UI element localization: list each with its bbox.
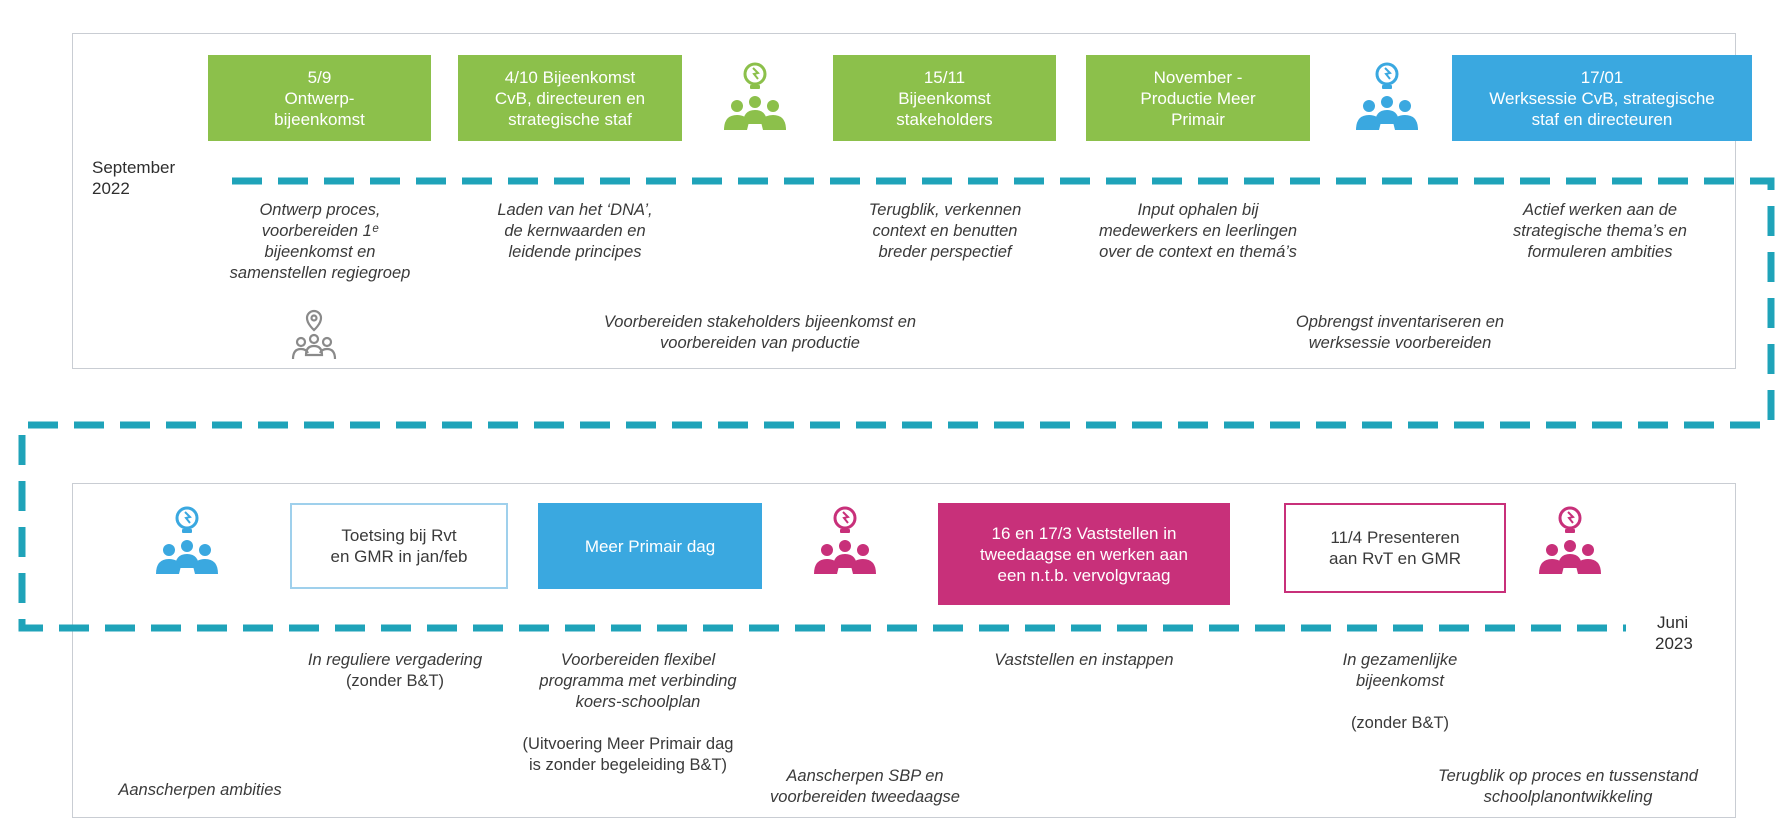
description-vaststellen-instappen: Vaststellen en instappen: [994, 651, 1174, 669]
start-label: September 2022: [92, 158, 176, 198]
description-reguliere-vergadering: In reguliere vergadering(zonder B&T): [307, 651, 483, 690]
magenta-team-idea-icon: [814, 506, 876, 574]
blue-team-idea-icon: [156, 506, 218, 574]
blue-team-idea-icon: [1356, 62, 1418, 130]
grey-team-pin-icon: [291, 309, 337, 360]
green-team-idea-icon: [724, 62, 786, 130]
milestone-box-meer-primair-dag: Meer Primair dag: [538, 503, 762, 589]
end-label: Juni 2023: [1655, 613, 1693, 653]
magenta-team-idea-icon: [1539, 506, 1601, 574]
note-aanscherpen-ambities: Aanscherpen ambities: [118, 781, 282, 799]
description-zonder-bt: (zonder B&T): [1350, 714, 1450, 732]
note-voorbereiden-stakeholders: Voorbereiden stakeholders bijeenkomst en…: [603, 313, 917, 352]
